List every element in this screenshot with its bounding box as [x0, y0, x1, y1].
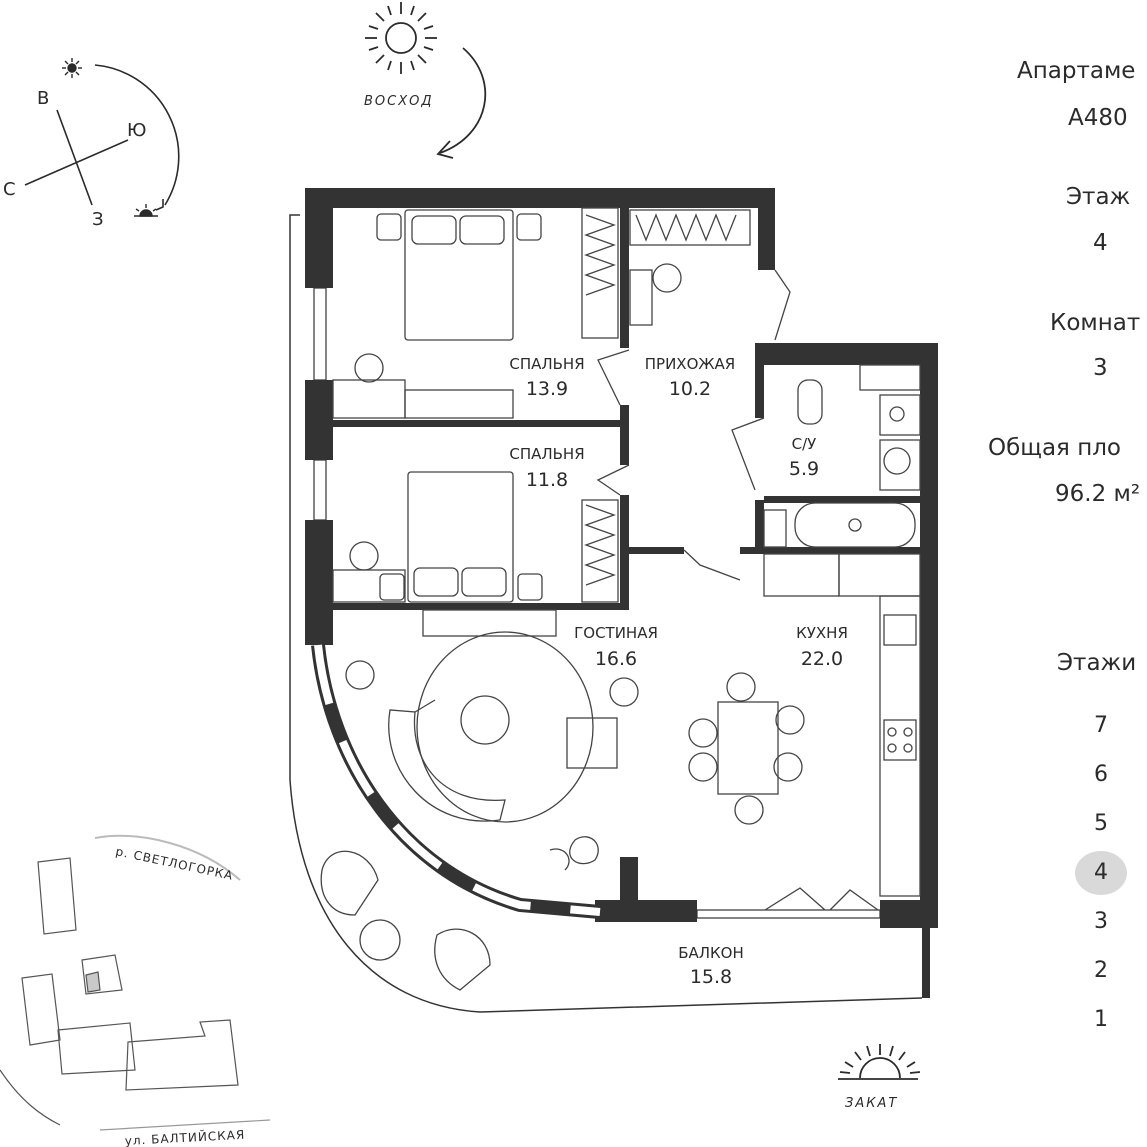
walls	[305, 188, 938, 998]
room-bathroom-name: С/У	[792, 435, 817, 453]
sunrise-sun-icon	[365, 2, 437, 74]
room-hallway-name: ПРИХОЖАЯ	[645, 355, 735, 373]
compass-sun-icon	[62, 58, 82, 78]
rooms-value: 3	[1093, 355, 1108, 381]
room-bedroom2-area: 11.8	[526, 469, 568, 491]
floor-item-6[interactable]: 6	[1094, 762, 1108, 787]
balcony-outline	[289, 214, 923, 1013]
sunrise-label: ВОСХОД	[364, 94, 434, 109]
sunset-sun-icon	[838, 1044, 921, 1080]
room-labels: СПАЛЬНЯ 13.9 ПРИХОЖАЯ 10.2 СПАЛЬНЯ 11.8 …	[509, 355, 848, 988]
room-bathroom-area: 5.9	[789, 458, 819, 480]
compass-south: Ю	[127, 120, 146, 141]
floor-label: Этаж	[1066, 184, 1131, 210]
room-bedroom2-name: СПАЛЬНЯ	[509, 445, 584, 463]
room-bedroom1-name: СПАЛЬНЯ	[509, 355, 584, 373]
compass-east: В	[37, 88, 49, 109]
floor-item-4[interactable]: 4	[1075, 851, 1127, 895]
compass-sunset-icon	[134, 204, 158, 217]
rooms-label: Комнат	[1050, 310, 1141, 336]
floor-item-5[interactable]: 5	[1094, 811, 1108, 836]
area-label: Общая пло	[988, 435, 1122, 461]
sunset-label: ЗАКАТ	[845, 1096, 898, 1111]
floors-title: Этажи	[1057, 650, 1137, 676]
room-hallway-area: 10.2	[669, 378, 711, 400]
apartment-label: Апартаме	[1017, 58, 1136, 84]
room-living-name: ГОСТИНАЯ	[574, 624, 658, 642]
floor-item-2[interactable]: 2	[1094, 958, 1108, 983]
furniture	[320, 207, 921, 991]
floor-item-7[interactable]: 7	[1094, 713, 1108, 738]
room-balcony-area: 15.8	[690, 966, 732, 988]
room-kitchen-area: 22.0	[801, 648, 843, 670]
site-map	[0, 834, 271, 1131]
room-balcony-name: БАЛКОН	[678, 944, 744, 962]
compass-west: З	[92, 209, 104, 230]
floor-item-3[interactable]: 3	[1094, 909, 1108, 934]
windows	[313, 287, 881, 919]
street-label: ул. БАЛТИЙСКАЯ	[124, 1127, 245, 1147]
sunrise-arrow	[436, 47, 487, 159]
floor-item-1[interactable]: 1	[1094, 1007, 1108, 1032]
area-value: 96.2 м²	[1055, 481, 1141, 507]
apartment-value: А480	[1068, 105, 1128, 131]
compass	[24, 64, 180, 211]
room-bedroom1-area: 13.9	[526, 378, 568, 400]
floor-value: 4	[1093, 230, 1108, 256]
room-kitchen-name: КУХНЯ	[796, 624, 848, 642]
room-living-area: 16.6	[595, 648, 637, 670]
compass-north: С	[3, 179, 16, 200]
